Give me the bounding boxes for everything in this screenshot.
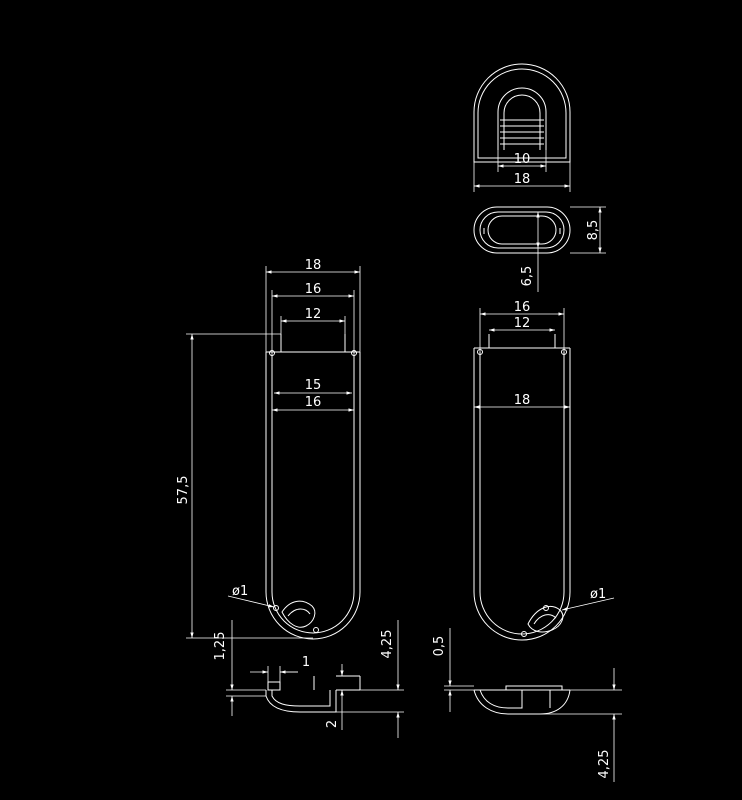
- right-sec-dim-0-5: 0,5: [432, 636, 447, 657]
- left-dim-15: 15: [305, 378, 322, 393]
- left-sec-dim-1-25: 1,25: [213, 632, 228, 661]
- end-dim-8-5: 8,5: [586, 220, 601, 241]
- left-dim-12: 12: [305, 307, 322, 322]
- top-dim-18: 18: [514, 172, 531, 187]
- right-dim-16: 16: [514, 300, 531, 315]
- left-view: 18 16 12 15 16 57,5 ø1: [176, 258, 361, 640]
- right-dim-18: 18: [514, 393, 531, 408]
- right-dim-dia: ø1: [590, 587, 606, 602]
- end-dim-6-5: 6,5: [520, 266, 535, 287]
- top-view: 10 18: [473, 63, 571, 192]
- right-section: 0,5 4,25: [432, 628, 622, 782]
- left-sec-dim-2: 2: [325, 720, 340, 728]
- left-dim-16: 16: [305, 282, 322, 297]
- right-dim-12: 12: [514, 316, 531, 331]
- right-sec-dim-4-25: 4,25: [597, 750, 612, 779]
- left-dim-18: 18: [305, 258, 322, 273]
- left-dim-57-5: 57,5: [176, 476, 191, 505]
- top-dim-10: 10: [514, 152, 531, 167]
- left-section: 1,25 1 4,25 2: [213, 620, 404, 738]
- end-view: 8,5 6,5: [473, 206, 606, 292]
- left-dim-16b: 16: [305, 395, 322, 410]
- left-dim-dia: ø1: [232, 584, 248, 599]
- right-view: 16 12 18 ø1: [473, 300, 615, 641]
- left-sec-dim-1: 1: [302, 655, 310, 670]
- left-sec-dim-4-25: 4,25: [380, 630, 395, 659]
